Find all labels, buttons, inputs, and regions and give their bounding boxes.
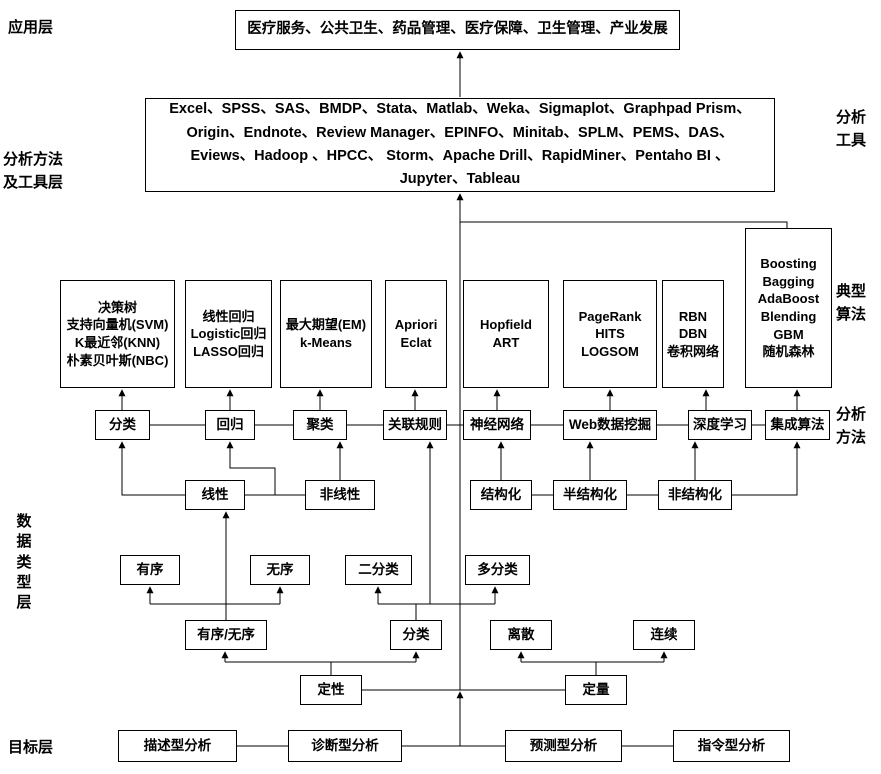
datatype-box-unordered: 无序 [250,555,310,585]
target-box-descriptive: 描述型分析 [118,730,237,762]
label-typical-algorithms: 典型 算法 [836,283,867,324]
method-box-classification: 分类 [95,410,150,440]
method-box-regression: 回归 [205,410,255,440]
target-box-prescriptive: 指令型分析 [673,730,790,762]
algo-box-deep-learning: RBN DBN 卷积网络 [662,280,724,388]
datatype-box-continuous: 连续 [633,620,695,650]
datatype-box-nonlinear: 非线性 [305,480,375,510]
application-layer-box: 医疗服务、公共卫生、药品管理、医疗保障、卫生管理、产业发展 [235,10,680,50]
datatype-box-structured: 结构化 [470,480,532,510]
algo-box-web-mining: PageRank HITS LOGSOM [563,280,657,388]
tools-layer-box: Excel、SPSS、SAS、BMDP、Stata、Matlab、Weka、Si… [145,98,775,192]
datatype-box-multiclass: 多分类 [465,555,530,585]
method-box-deep-learning: 深度学习 [688,410,752,440]
method-box-clustering: 聚类 [293,410,347,440]
datatype-box-semi-structured: 半结构化 [553,480,627,510]
algo-box-neural-network: Hopfield ART [463,280,549,388]
label-target-layer: 目标层 [8,739,54,756]
datatype-box-ordered-unordered: 有序/无序 [185,620,267,650]
method-box-web-mining: Web数据挖掘 [563,410,657,440]
label-methods-tools-layer: 分析方法 及工具层 [3,151,64,192]
algo-box-regression: 线性回归 Logistic回归 LASSO回归 [185,280,272,388]
datatype-box-discrete: 离散 [490,620,552,650]
datatype-box-binary: 二分类 [345,555,412,585]
label-data-type-layer: 数 据 类 型 层 [16,513,32,611]
datatype-box-linear: 线性 [185,480,245,510]
algo-box-clustering: 最大期望(EM) k-Means [280,280,372,388]
datatype-box-quantitative: 定量 [565,675,627,705]
datatype-box-ordered: 有序 [120,555,180,585]
target-box-predictive: 预测型分析 [505,730,622,762]
label-application-layer: 应用层 [8,19,54,36]
label-analysis-tools: 分析 工具 [836,109,867,150]
method-box-ensemble: 集成算法 [765,410,830,440]
label-analysis-methods: 分析 方法 [836,406,867,447]
datatype-box-unstructured: 非结构化 [658,480,732,510]
method-box-association-rules: 关联规则 [383,410,447,440]
algo-box-classification: 决策树 支持向量机(SVM) K最近邻(KNN) 朴素贝叶斯(NBC) [60,280,175,388]
datatype-box-categorical: 分类 [390,620,442,650]
algo-box-association: Apriori Eclat [385,280,447,388]
algo-box-ensemble: Boosting Bagging AdaBoost Blending GBM 随… [745,228,832,388]
method-box-neural-network: 神经网络 [463,410,531,440]
target-box-diagnostic: 诊断型分析 [288,730,402,762]
datatype-box-qualitative: 定性 [300,675,362,705]
